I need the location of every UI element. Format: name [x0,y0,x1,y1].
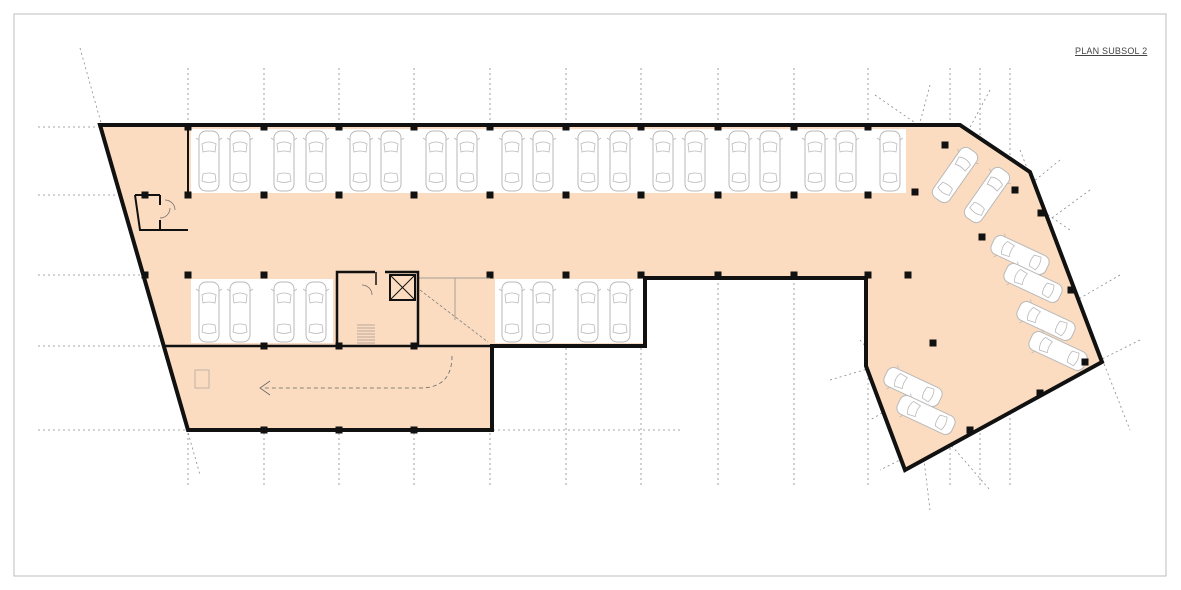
parked-car [529,130,557,192]
elevator-cross [389,274,416,301]
parked-car [226,281,254,343]
column [1037,209,1045,217]
column [904,271,912,279]
parked-car [606,281,634,343]
parked-car [270,130,298,192]
column [562,271,570,279]
parked-car [574,281,602,343]
column [941,141,949,149]
parked-car [195,130,223,192]
grid-line-diagonal [859,339,991,491]
door-swing [361,284,373,296]
ramp-diagonal [419,289,489,343]
parked-car [649,130,677,192]
column [1036,389,1044,397]
sheet-frame [13,13,1167,577]
column [184,271,192,279]
parked-car [226,130,254,192]
parked-car [422,130,450,192]
column [335,191,343,199]
drive-arrow [259,380,271,396]
column [1067,286,1075,294]
parked-car [453,130,481,192]
parked-car [606,130,634,192]
grid-line-diagonal [914,89,991,231]
column [1011,186,1019,194]
column [637,191,645,199]
door-swing [159,207,171,219]
parked-car [529,281,557,343]
core-walls [335,270,420,346]
parked-car [801,130,829,192]
column [184,191,192,199]
parked-car [681,130,709,192]
parked-car [270,281,298,343]
parked-car [498,281,526,343]
parked-car [876,130,904,192]
parked-car [302,281,330,343]
column [864,271,872,279]
column [260,271,268,279]
column [260,191,268,199]
column [486,191,494,199]
column [864,191,872,199]
column [486,271,494,279]
column [714,191,722,199]
drive-path [262,355,453,389]
perimeter-walls [97,123,1105,473]
parked-car [756,130,784,192]
service-room-walls [134,194,188,231]
parked-car [377,130,405,192]
column [714,271,722,279]
small-shaft [194,369,210,389]
parked-car [574,130,602,192]
column [637,271,645,279]
parked-car [725,130,753,192]
column [790,271,798,279]
parked-car [195,281,223,343]
column [911,188,919,196]
column [929,339,937,347]
parked-car [346,130,374,192]
plan-title: PLAN SUBSOL 2 [1075,46,1148,56]
parked-car [302,130,330,192]
column [978,233,986,241]
parked-car [832,130,860,192]
door-swing [164,199,176,211]
column [562,191,570,199]
parked-car [498,130,526,192]
column [410,191,418,199]
exterior-wall [97,123,1105,473]
column [966,426,974,434]
column [1081,358,1089,366]
column [790,191,798,199]
stair-elevator-core [159,199,490,396]
